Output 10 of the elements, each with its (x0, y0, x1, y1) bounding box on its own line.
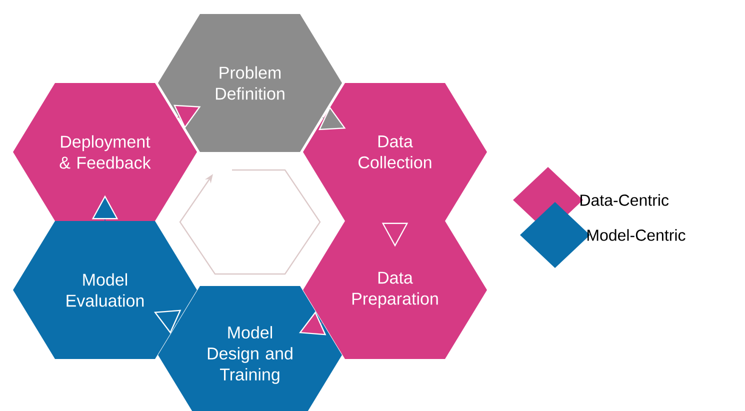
hexagon: Model Evaluation (13, 221, 197, 359)
legend-label: Data-Centric (580, 194, 669, 206)
hexagon: Model Design and Training (158, 286, 342, 411)
legend-label: Model-Centric (588, 229, 686, 241)
hexagon: Deployment & Feedback (13, 83, 197, 221)
hexagon: Data Preparation (303, 221, 487, 359)
hexagon: Data Collection (303, 83, 487, 221)
node-label: Data Collection (358, 136, 432, 168)
hexagon: Problem Definition (158, 14, 342, 152)
node-label: Data Preparation (352, 272, 438, 308)
